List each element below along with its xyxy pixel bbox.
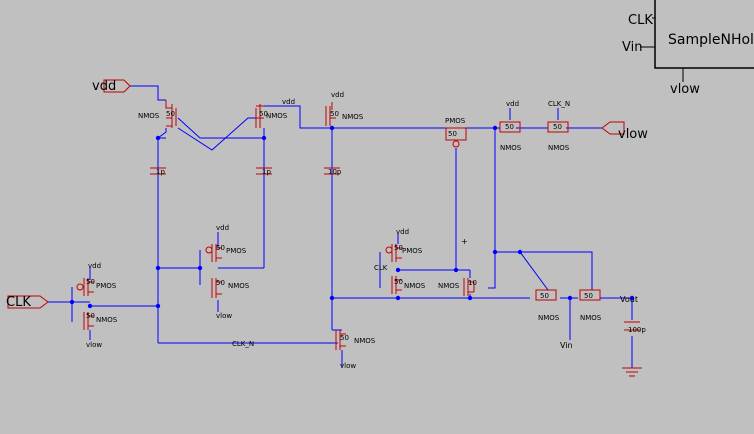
svg-text:NMOS: NMOS xyxy=(266,112,288,120)
cap-c1: 1p xyxy=(150,158,166,176)
svg-text:vdd: vdd xyxy=(216,224,229,232)
svg-text:50: 50 xyxy=(86,312,95,320)
svg-text:NMOS: NMOS xyxy=(548,144,570,152)
svg-text:100p: 100p xyxy=(628,326,646,334)
pmos-pass[interactable]: 50 PMOS xyxy=(445,117,467,148)
nmos-out-1[interactable]: 50 NMOS xyxy=(535,289,560,322)
svg-text:NMOS: NMOS xyxy=(342,113,364,121)
cap-c2: 1p xyxy=(256,167,272,176)
svg-text:10: 10 xyxy=(468,279,477,287)
svg-text:10p: 10p xyxy=(328,168,342,176)
svg-text:PMOS: PMOS xyxy=(226,247,247,255)
svg-text:vdd: vdd xyxy=(331,91,344,99)
svg-text:PMOS: PMOS xyxy=(402,247,423,255)
svg-text:50: 50 xyxy=(540,292,549,300)
port-clk[interactable]: CLK xyxy=(6,295,49,310)
svg-text:50: 50 xyxy=(505,123,514,131)
svg-text:NMOS: NMOS xyxy=(138,112,160,120)
svg-text:vlow: vlow xyxy=(618,127,648,142)
block-title: SampleNHold xyxy=(668,32,754,48)
svg-text:50: 50 xyxy=(394,278,403,286)
block-pin-clk: CLK xyxy=(628,13,653,28)
svg-text:NMOS: NMOS xyxy=(538,314,560,322)
svg-text:vdd: vdd xyxy=(396,228,409,236)
svg-text:50: 50 xyxy=(553,123,562,131)
nmos-pass-2[interactable]: 50 CLK_N NMOS xyxy=(547,100,570,152)
nmos-m1[interactable]: 50 NMOS xyxy=(138,100,177,128)
devices[interactable]: 50 NMOS 50 NMOS vdd vdd 50 NMOS 1p 1p xyxy=(76,91,646,377)
svg-text:50: 50 xyxy=(86,278,95,286)
svg-text:NMOS: NMOS xyxy=(500,144,522,152)
svg-text:NMOS: NMOS xyxy=(438,282,460,290)
junctions xyxy=(69,125,635,309)
samplenhold-block[interactable]: SampleNHold CLK Vin vlow xyxy=(622,0,754,97)
svg-text:vlow: vlow xyxy=(216,312,232,320)
port-vin[interactable]: Vin xyxy=(560,341,573,350)
svg-text:50: 50 xyxy=(216,279,225,287)
svg-text:vdd: vdd xyxy=(88,262,101,270)
svg-text:PMOS: PMOS xyxy=(96,282,117,290)
svg-text:CLK_N: CLK_N xyxy=(548,100,570,108)
svg-text:NMOS: NMOS xyxy=(228,282,250,290)
svg-text:50: 50 xyxy=(216,244,225,252)
svg-text:CLK: CLK xyxy=(374,264,388,272)
svg-text:1p: 1p xyxy=(262,168,271,176)
svg-text:50: 50 xyxy=(448,130,457,138)
svg-text:NMOS: NMOS xyxy=(96,316,118,324)
svg-text:vlow: vlow xyxy=(86,341,102,349)
svg-text:NMOS: NMOS xyxy=(580,314,602,322)
svg-text:CLK: CLK xyxy=(6,295,31,310)
inverter-right[interactable]: vdd 50 PMOS 50 NMOS CLK xyxy=(374,228,426,294)
port-vlow[interactable]: vlow xyxy=(601,121,648,142)
block-pin-vlow: vlow xyxy=(670,82,700,97)
nmos-pass-1[interactable]: 50 vdd NMOS xyxy=(499,100,522,152)
svg-text:vdd: vdd xyxy=(282,98,295,106)
nmos-m3[interactable]: vdd 50 NMOS xyxy=(325,91,364,126)
svg-text:CLK_N: CLK_N xyxy=(232,340,254,348)
cap-c3: 10p xyxy=(324,167,342,176)
wires xyxy=(48,85,633,368)
port-vout[interactable]: Vout xyxy=(620,295,638,304)
svg-text:50: 50 xyxy=(166,110,175,118)
nmos-out-2[interactable]: 50 NMOS xyxy=(579,289,602,322)
nmos-clkn[interactable]: 50 NMOS vlow CLK_N xyxy=(232,330,376,370)
nmos-m2[interactable]: 50 NMOS vdd xyxy=(255,98,295,128)
svg-text:50: 50 xyxy=(584,292,593,300)
svg-text:vdd: vdd xyxy=(92,79,116,94)
svg-text:vlow: vlow xyxy=(340,362,356,370)
cap-out: 100p xyxy=(624,321,646,334)
svg-text:50: 50 xyxy=(394,244,403,252)
inverter-mid[interactable]: vdd 50 PMOS 50 NMOS vlow xyxy=(205,224,250,320)
svg-text:50: 50 xyxy=(259,110,268,118)
svg-text:NMOS: NMOS xyxy=(354,337,376,345)
block-pin-vin: Vin xyxy=(622,40,642,55)
svg-text:50: 50 xyxy=(330,110,339,118)
svg-text:50: 50 xyxy=(340,334,349,342)
port-vdd[interactable]: vdd xyxy=(92,79,131,94)
svg-text:1p: 1p xyxy=(156,168,165,176)
ground-icon xyxy=(622,367,642,377)
inverter-clk[interactable]: vdd 50 PMOS 50 NMOS vlow xyxy=(76,262,118,349)
svg-text:PMOS: PMOS xyxy=(445,117,466,125)
plus-marker: + xyxy=(461,237,468,246)
nmos-10[interactable]: 10 NMOS xyxy=(438,278,477,296)
svg-text:vdd: vdd xyxy=(506,100,519,108)
ports[interactable]: vdd CLK vlow Vout Vin xyxy=(6,79,648,350)
svg-text:NMOS: NMOS xyxy=(404,282,426,290)
